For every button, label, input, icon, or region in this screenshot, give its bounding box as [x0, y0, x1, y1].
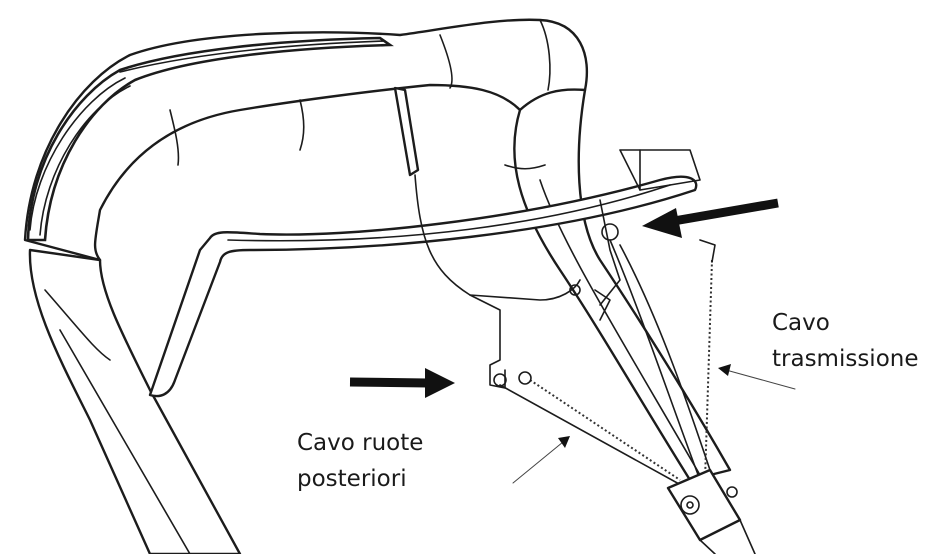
cable-clamp	[666, 468, 756, 555]
label-cavo-ruote-line2: posteriori	[297, 466, 407, 492]
label-cavo-trasmissione-line2: trasmissione	[772, 346, 919, 372]
cables	[499, 239, 716, 491]
pointer-cavo-trasmissione	[718, 364, 796, 390]
left-handle-tube	[28, 248, 242, 556]
label-cavo-trasmissione-line1: Cavo	[772, 310, 830, 336]
right-handle-tube	[504, 88, 732, 482]
inner-strut	[393, 86, 581, 389]
arrow-upper-right	[642, 198, 779, 238]
drive-bail-bar	[148, 149, 701, 398]
label-cavo-ruote-line1: Cavo ruote	[297, 430, 424, 456]
pointer-cavo-ruote	[512, 436, 570, 484]
left-grip	[26, 36, 394, 242]
arrow-left-middle	[349, 368, 455, 398]
